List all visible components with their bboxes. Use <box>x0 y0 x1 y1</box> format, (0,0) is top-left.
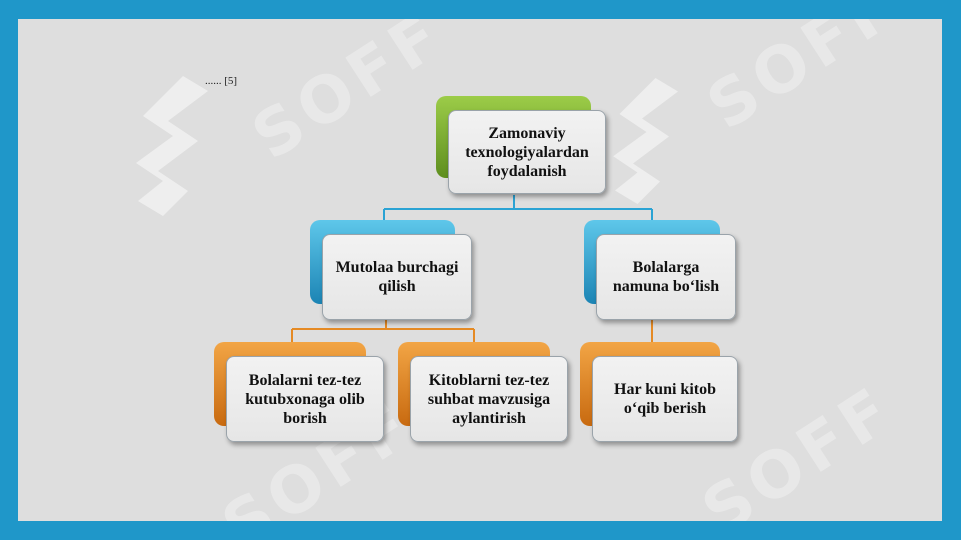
watermark-logo-icon <box>613 78 678 204</box>
node-level2-left: Mutolaa burchagi qilish <box>310 220 472 320</box>
watermark-logo-icon <box>136 76 208 216</box>
node-level3-right-1: Har kuni kitob o‘qib berish <box>580 342 738 442</box>
slide-frame: SOFF SOFF SOFF SOFF ...... [5] Zamonaviy… <box>18 19 942 521</box>
node-root: Zamonaviy texnologiyalardan foydalanish <box>436 96 608 196</box>
node-level3-left-2-label: Kitoblarni tez-tez suhbat mavzusiga ayla… <box>410 356 568 442</box>
node-root-label: Zamonaviy texnologiyalardan foydalanish <box>448 110 606 194</box>
node-level3-left-1-label: Bolalarni tez-tez kutubxonaga olib boris… <box>226 356 384 442</box>
node-level3-left-2: Kitoblarni tez-tez suhbat mavzusiga ayla… <box>398 342 568 442</box>
node-level2-right-label: Bolalarga namuna bo‘lish <box>596 234 736 320</box>
header-snippet: ...... [5] <box>205 75 238 87</box>
node-level3-left-1: Bolalarni tez-tez kutubxonaga olib boris… <box>214 342 384 442</box>
connector-lines <box>291 195 653 344</box>
node-level2-right: Bolalarga namuna bo‘lish <box>584 220 736 320</box>
node-level3-right-1-label: Har kuni kitob o‘qib berish <box>592 356 738 442</box>
node-level2-left-label: Mutolaa burchagi qilish <box>322 234 472 320</box>
